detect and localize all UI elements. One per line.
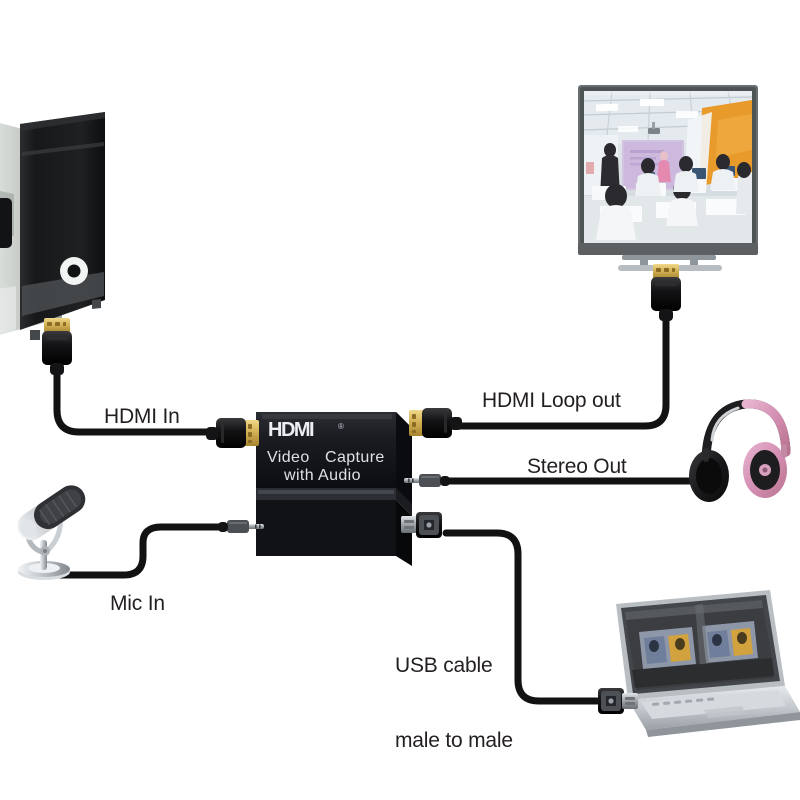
hdmi-connector-tv [651,264,681,321]
tv-screen [583,90,753,243]
label-hdmi-loop-out: HDMI Loop out [482,389,621,412]
hdmi-loop-out-cable [448,314,670,430]
svg-text:HDMI: HDMI [268,419,314,441]
mic-in-cable [53,523,228,579]
hdmi-connector-box-in [206,418,259,448]
hdmi-connector-box-out [409,408,462,438]
desktop-pc-tower[interactable] [0,112,105,340]
svg-text:with Audio: with Audio [283,467,361,484]
label-usb-cable: USB cable male to male [395,603,513,800]
svg-text:Capture: Capture [325,449,385,466]
label-usb-line2: male to male [395,729,513,752]
label-usb-line1: USB cable [395,654,493,677]
television[interactable] [578,85,758,271]
usb-connector-box [401,512,442,538]
microphone[interactable] [12,480,91,580]
mic-jack-connector [218,520,264,533]
stereo-jack-connector [404,474,450,487]
label-hdmi-in: HDMI In [104,405,180,428]
headphones[interactable] [689,399,791,502]
svg-text:®: ® [338,422,344,431]
label-stereo-out: Stereo Out [527,455,627,478]
usb-cable [442,529,601,705]
svg-text:Video: Video [267,449,310,466]
usb-connector-laptop [598,688,638,714]
power-icon[interactable] [60,257,88,285]
hdmi-in-cable [53,368,236,436]
laptop[interactable] [616,590,800,737]
label-mic-in: Mic In [110,592,165,615]
laptop-screen [625,600,775,690]
video-capture-box[interactable]: HDMI ® Video Capture with Audio [256,412,412,566]
hdmi-connector-pc [42,318,72,375]
hdmi-logo: HDMI ® [268,419,344,441]
